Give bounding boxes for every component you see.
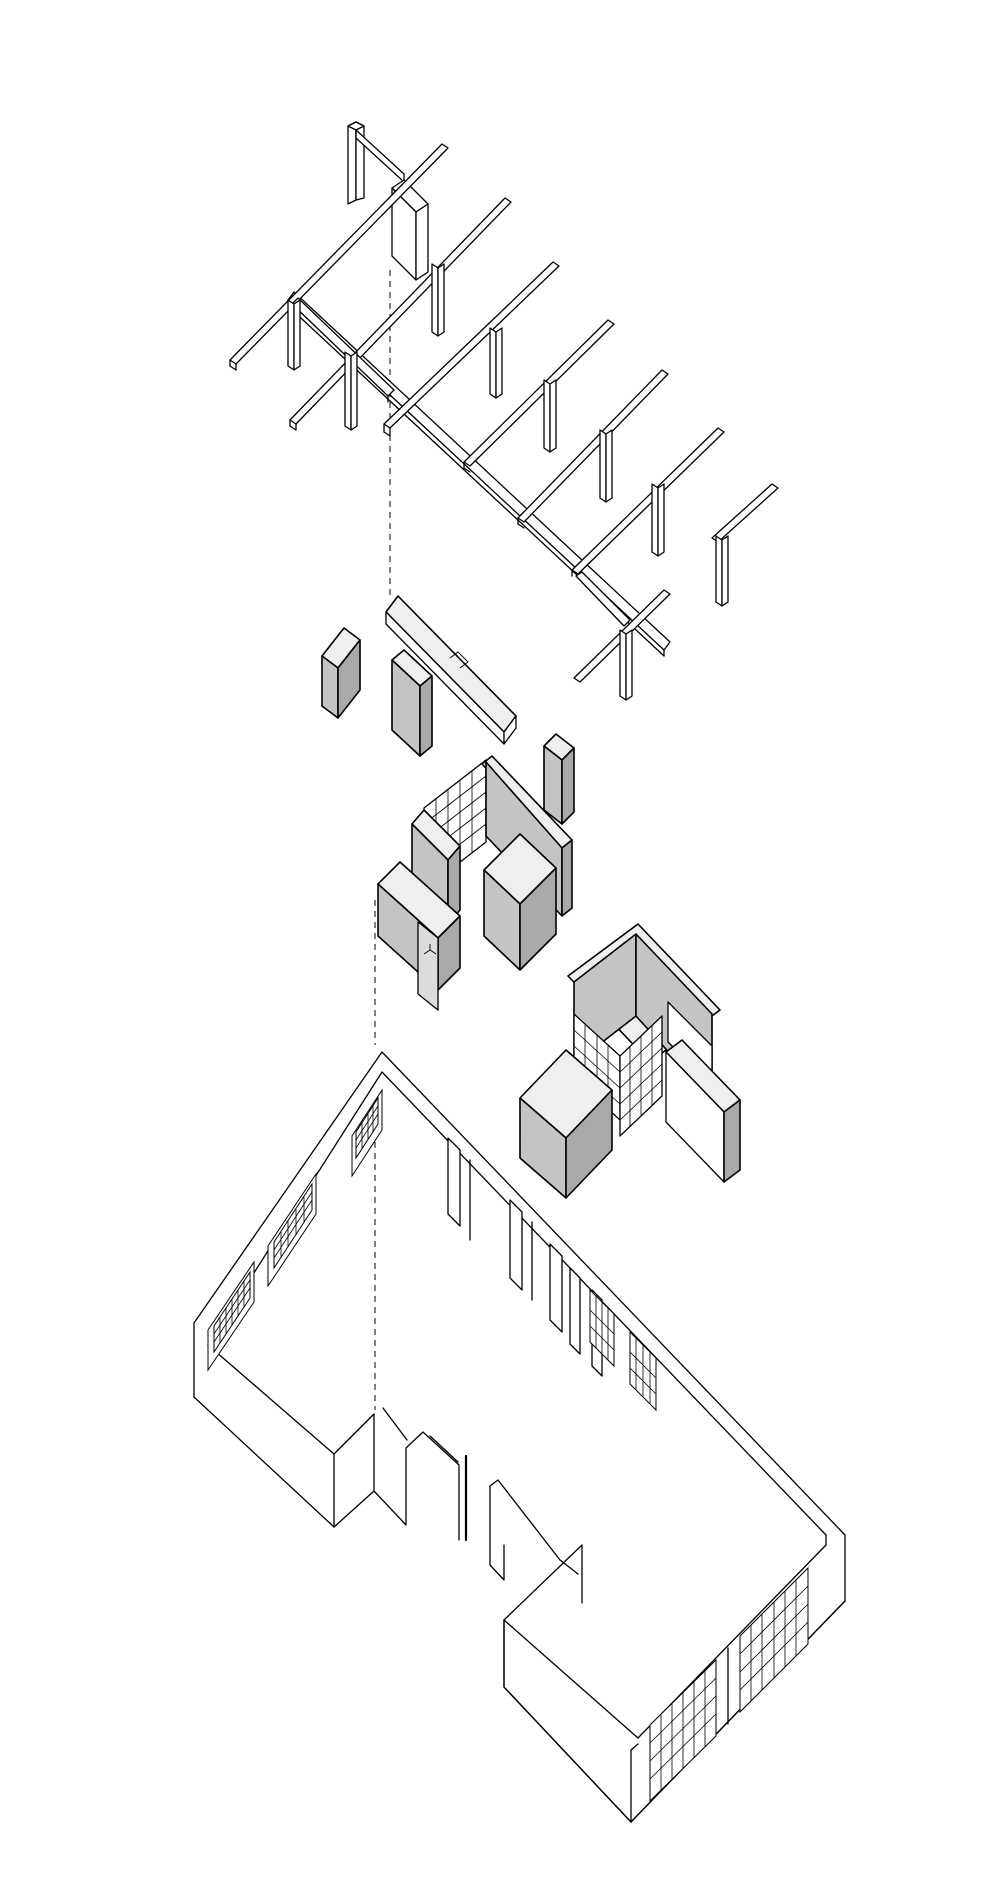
hanging-posts [287,263,729,701]
roof-framing [229,121,779,701]
secondary-beam [291,297,631,627]
interior-volumes [321,595,741,1199]
volume-left-small [321,627,361,719]
volume-front-left [377,861,461,1011]
joists [229,143,779,683]
right-room [519,923,741,1199]
left-windows [207,1088,383,1372]
volume-right-small [543,733,575,825]
long-counter [385,595,517,745]
volume-tall [391,649,433,757]
floor-shell [193,1051,846,1823]
back-windows [589,1288,657,1412]
alignment-guide [374,270,391,1410]
right-windows [649,1566,809,1803]
